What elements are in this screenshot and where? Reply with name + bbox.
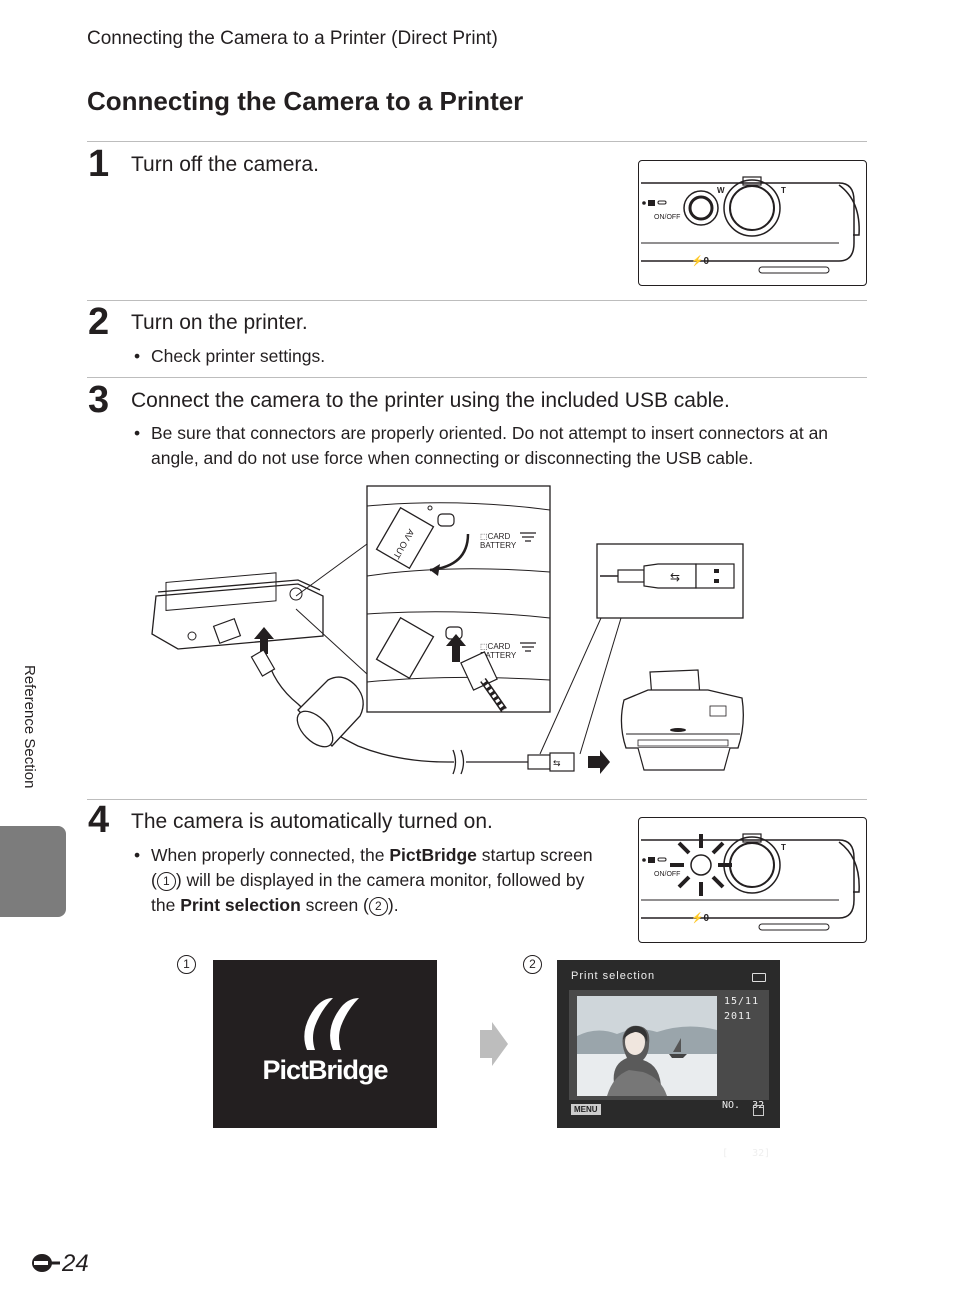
camera-top-drawing: ON/OFF T ⚡0 xyxy=(641,833,860,931)
step-3-bullet: • Be sure that connectors are properly o… xyxy=(134,421,867,471)
step-3-number: 3 xyxy=(88,379,110,421)
step-4-number: 4 xyxy=(88,799,110,841)
pictbridge-term: PictBridge xyxy=(389,845,477,865)
pictbridge-logo-icon xyxy=(304,998,359,1050)
bullet-text: ). xyxy=(387,895,399,915)
print-count: [ 32] xyxy=(722,1148,771,1159)
print-selection-screen: Print selection 15/11 2011 NO. 32 [ 32] … xyxy=(557,960,780,1159)
divider xyxy=(87,377,867,378)
menu-button-icon: MENU xyxy=(571,1104,601,1115)
usb-port-closeup: ⬚CARD BATTERY AV OUT ⬚CARD BATTERY xyxy=(295,485,551,713)
svg-text:⇆: ⇆ xyxy=(553,758,561,768)
flash-label: ⚡0 xyxy=(691,911,709,924)
camera-power-on-illustration: ON/OFF T ⚡0 xyxy=(638,817,867,943)
usb-connection-illustration: ⇆ ⬚CARD BATTERY AV OUT ⬚CARD BATTERY xyxy=(151,485,744,775)
battery-icon xyxy=(752,973,766,982)
arrow-right-icon xyxy=(480,1022,508,1066)
callout-1: 1 xyxy=(156,872,176,891)
pictbridge-logo-text: PictBridge xyxy=(262,1055,388,1085)
step-1-number: 1 xyxy=(88,143,110,185)
step-2-bullet-text: Check printer settings. xyxy=(151,346,326,366)
svg-text:⬚CARD: ⬚CARD xyxy=(480,532,510,541)
step-3-bullet-text: Be sure that connectors are properly ori… xyxy=(151,423,829,468)
print-date: 15/11 2011 xyxy=(724,994,759,1024)
delete-icon xyxy=(753,1105,764,1116)
step-2-text: Turn on the printer. xyxy=(131,311,308,334)
page-number-text: 24 xyxy=(62,1250,89,1277)
bullet-dot: • xyxy=(134,346,141,366)
zoom-w-label: W xyxy=(717,186,725,195)
print-selection-title: Print selection xyxy=(571,970,656,982)
divider xyxy=(87,141,867,142)
power-label: ON/OFF xyxy=(654,214,680,221)
photo-thumbnail xyxy=(577,996,717,1096)
print-date-line-1: 15/11 xyxy=(724,996,760,1007)
ferrite-core-drawing xyxy=(296,676,364,748)
camera-top-drawing: ON/OFF W T ⚡0 xyxy=(641,176,860,274)
camera-body-drawing xyxy=(151,572,324,650)
bullet-text: startup screen ( xyxy=(151,845,593,890)
step-3-text: Connect the camera to the printer using … xyxy=(131,389,730,412)
power-label: ON/OFF xyxy=(654,871,680,878)
bullet-dot: • xyxy=(134,423,141,443)
step-4-bullet: • When properly connected, the PictBridg… xyxy=(134,843,596,918)
usb-plug-closeup: ⇆ xyxy=(539,543,744,755)
bullet-text: screen ( xyxy=(300,895,369,915)
svg-text:⇆: ⇆ xyxy=(670,570,680,584)
printer-drawing xyxy=(620,669,744,771)
bullet-text: ) will be displayed in the camera monito… xyxy=(151,870,585,915)
screen-label-1: 1 xyxy=(177,955,196,974)
pictbridge-screen: PictBridge xyxy=(213,960,437,1128)
zoom-t-label: T xyxy=(781,186,786,195)
page-number: 24 xyxy=(30,1250,89,1278)
breadcrumb: Connecting the Camera to a Printer (Dire… xyxy=(87,28,498,49)
screen-label-2: 2 xyxy=(523,955,542,974)
svg-text:BATTERY: BATTERY xyxy=(480,651,517,660)
card-label: CARD xyxy=(488,532,511,541)
print-selection-term: Print selection xyxy=(180,895,301,915)
section-tab xyxy=(0,826,66,917)
camera-top-illustration: ON/OFF W T ⚡0 xyxy=(638,160,867,286)
step-4-text: The camera is automatically turned on. xyxy=(131,810,493,833)
divider xyxy=(87,799,867,800)
bullet-dot: • xyxy=(134,845,141,865)
step-2-number: 2 xyxy=(88,301,110,343)
svg-text:⬚CARD: ⬚CARD xyxy=(480,642,510,651)
page-title: Connecting the Camera to a Printer xyxy=(87,86,524,116)
step-1-text: Turn off the camera. xyxy=(131,153,319,176)
step-2-bullet: • Check printer settings. xyxy=(134,344,851,369)
print-date-line-2: 2011 xyxy=(724,1011,753,1022)
zoom-t-label: T xyxy=(781,843,786,852)
print-counter: NO. 32 [ 32] xyxy=(722,1066,770,1194)
battery-label: BATTERY xyxy=(480,541,517,550)
callout-2: 2 xyxy=(368,897,388,916)
flash-label: ⚡0 xyxy=(691,254,709,267)
reference-section-icon xyxy=(32,1254,60,1272)
divider xyxy=(87,300,867,301)
section-label: Reference Section xyxy=(21,665,38,789)
bullet-text: When properly connected, the xyxy=(151,845,390,865)
